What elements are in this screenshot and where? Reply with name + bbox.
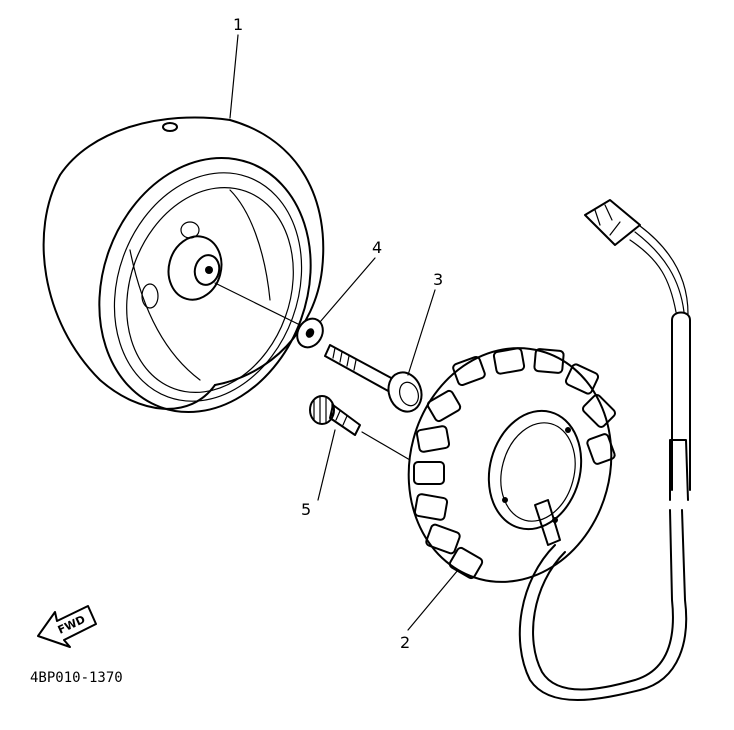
part-code: 4BP010-1370 [30, 670, 123, 686]
fwd-label: FWD [56, 613, 88, 637]
forward-direction-arrow: FWD [37, 605, 97, 648]
callout-label-5: 5 [301, 500, 311, 519]
rotor-flywheel [42, 116, 325, 414]
callout-label-2: 2 [400, 633, 410, 652]
washer: 4 [296, 238, 382, 349]
callout-1: 1 [229, 15, 243, 119]
callout-label-4: 4 [372, 238, 382, 257]
stator-assembly: 2 [400, 199, 691, 701]
stator-screw: 5 [301, 395, 411, 519]
rotor-bolt: 3 [324, 270, 443, 413]
callout-label-1: 1 [233, 15, 243, 34]
callout-label-3: 3 [433, 270, 443, 289]
